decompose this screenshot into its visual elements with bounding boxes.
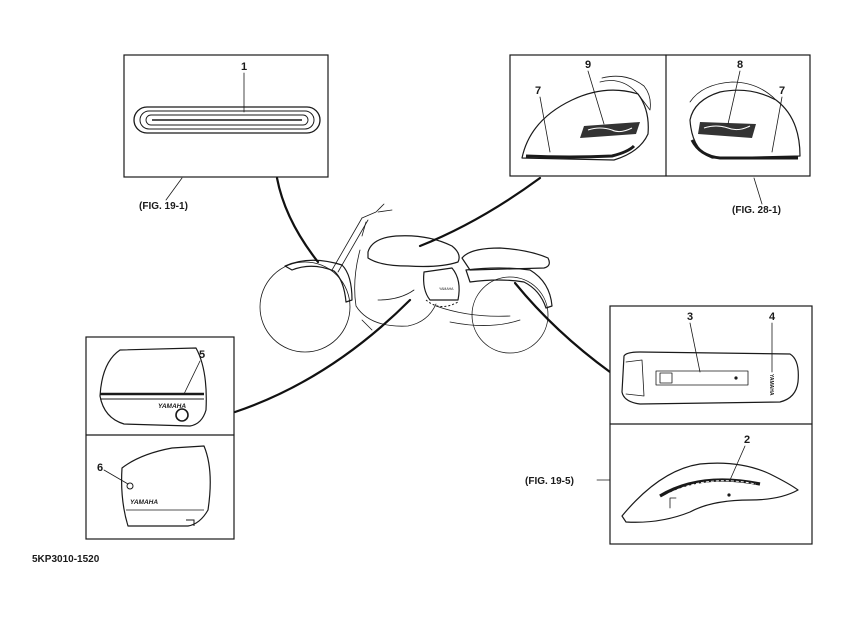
emblem-middle [139,110,315,130]
seat-front-recess [625,359,645,397]
part-number-8: 8 [737,59,743,71]
panel-side-covers: YAMAHA 5 YAMAHA 6 [85,336,235,540]
rear-fender-outline [621,462,799,523]
fig-leader-19-1 [165,177,183,201]
hidden-line [425,299,459,307]
emblem-inner [145,114,309,126]
side-cover-lower: YAMAHA 6 [97,445,211,527]
bike-side-cover [423,267,460,301]
part-number-4: 4 [769,311,776,323]
engine-block [354,249,437,331]
tank-right-emblem-script [703,125,751,131]
side-cover-upper-grommet [175,408,189,422]
fuel-tank [367,235,460,268]
tank-left-side: 7 9 [521,59,651,161]
side-cover-lower-bolt [126,482,134,490]
leader-fig-28-1 [418,176,542,248]
fig-label-19-1: (FIG. 19-1) [139,201,188,212]
rear-fender-decal-band [659,478,761,498]
bike-panel-logo: YAMAHA [439,287,454,291]
leader-part-9 [587,70,605,125]
seat-strap [655,370,749,386]
rear-fender [465,267,553,309]
emblem-outer [133,106,321,134]
leader-part-8 [727,70,741,125]
side-cover-upper: YAMAHA 5 [99,347,207,427]
leader-part-7-right [771,96,783,153]
tank-right-trim [690,139,798,160]
seat [461,247,550,271]
leader-part-3 [689,322,701,373]
rear-fender-bolt [727,493,731,497]
rear-wheel [471,276,549,354]
swing-arm [435,305,521,326]
seat-vertical-logo: YAMAHA [768,374,774,396]
leader-fig-19-1 [275,176,320,264]
part-number-6: 6 [97,462,103,474]
leader-part-2 [729,445,746,481]
part-number-3: 3 [687,311,693,323]
panel-front-fender-emblem: 1 (FIG. 19-1) [123,54,329,212]
side-cover-lower-outline [121,445,211,527]
side-cover-lower-tab [186,519,195,526]
tank-left-emblem-script [587,127,633,133]
part-number-9: 9 [585,59,591,71]
rear-fender-bracket [669,497,677,509]
tank-right-side: 8 7 [689,59,801,160]
rear-fender-decal-text [667,480,757,495]
drawing-code: 5KP3010-1520 [32,554,100,565]
seat-outline [621,351,799,405]
seat-strap-rivet [734,376,738,380]
part-number-7-left: 7 [535,85,541,97]
seat-top-view: YAMAHA 3 4 [621,311,799,405]
part-number-1: 1 [241,61,247,73]
rear-fender-side-view: 2 [621,434,799,523]
leader-lines [233,176,612,414]
motorcycle-outline: YAMAHA [259,203,553,354]
panel-frame [123,54,329,178]
tank-left-trim [525,144,636,159]
tank-left-top [599,75,651,111]
tank-right-top [689,81,777,103]
side-cover-lower-logo: YAMAHA [130,499,158,506]
fig-label-19-5: (FIG. 19-5) [525,476,574,487]
front-fender [284,259,353,303]
fig-leader-28-1 [753,177,763,205]
side-cover-upper-outline [99,347,207,427]
handlebar [361,203,393,237]
panel-fuel-tank-emblems: 7 9 8 7 (FIG. 28-1) [509,54,811,216]
leader-side-covers [233,298,412,414]
tank-left-emblem [580,122,640,138]
leader-part-7-left [539,96,551,153]
fig-label-28-1: (FIG. 28-1) [732,205,781,216]
side-cover-upper-logo: YAMAHA [158,403,186,410]
panel-seat-and-rear-fender: YAMAHA 3 4 2 (FIG. 19-5) [525,305,813,545]
front-wheel [259,261,351,353]
leader-part-6 [103,469,129,485]
seat-strap-buckle [659,372,673,384]
leader-part-5 [183,360,201,395]
part-number-7-right: 7 [779,85,785,97]
leader-seat [513,281,612,374]
panel-frame [609,305,813,545]
front-fork [331,217,369,273]
panel-frame [85,336,235,540]
part-number-5: 5 [199,349,205,361]
part-number-2: 2 [744,434,750,446]
